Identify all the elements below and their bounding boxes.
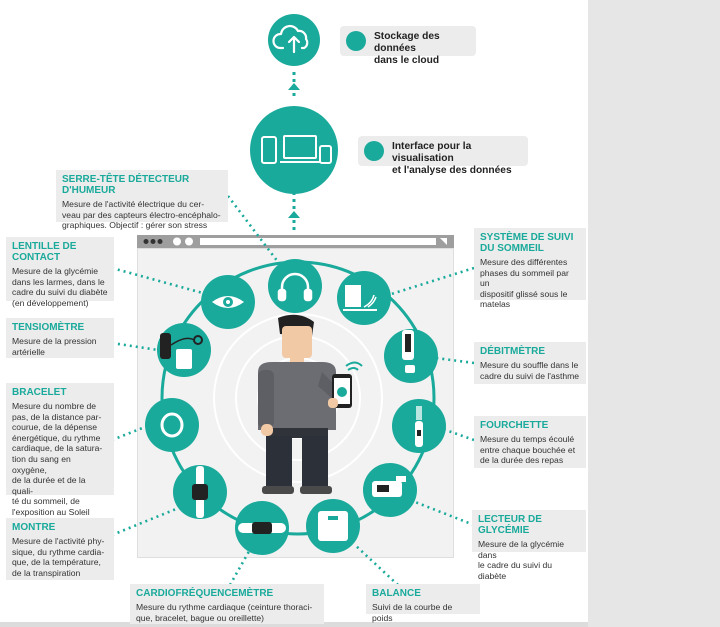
label-lentille: LENTILLE DE CONTACT Mesure de la glycémi… <box>6 237 114 308</box>
node-scale <box>306 499 360 553</box>
node-flowmeter <box>384 329 438 383</box>
interface-label: Interface pour la visualisation et l'ana… <box>358 136 528 176</box>
watch-icon <box>192 466 208 518</box>
label-cardio: CARDIOFRÉQUENCEMÈTRE Mesure du rythme ca… <box>130 584 324 624</box>
node-bp <box>157 323 211 377</box>
devices-icon <box>261 135 332 164</box>
node-watch <box>173 465 227 519</box>
scale-icon <box>318 511 348 541</box>
bracelet-icon <box>160 412 184 438</box>
blood-pressure-icon <box>160 333 203 369</box>
top-connectors <box>288 72 300 232</box>
label-montre: MONTRE Mesure de l'activité phy-sique, d… <box>6 518 114 580</box>
glucometer-icon <box>372 476 406 497</box>
sync-icon <box>364 141 384 161</box>
eye-icon <box>212 296 244 308</box>
node-glucometer <box>363 463 417 517</box>
node-lens <box>201 275 255 329</box>
chest-strap-icon <box>238 522 286 534</box>
label-balance: BALANCE Suivi de la courbe de poids <box>366 584 480 623</box>
smartphone-icon <box>328 361 363 408</box>
cloud-storage-label: Stockage des données dans le cloud <box>340 26 476 66</box>
cloud-upload-icon <box>272 24 309 54</box>
label-glycemie: LECTEUR DE GLYCÉMIE Mesure de la glycémi… <box>472 510 586 581</box>
node-sleep <box>337 271 391 325</box>
side-panel <box>588 0 720 627</box>
fork-icon <box>415 406 423 447</box>
node-fork <box>392 399 446 453</box>
node-bracelet <box>145 398 199 452</box>
cloud-node <box>268 14 320 66</box>
inhaler-icon <box>402 330 415 373</box>
leader-lines <box>111 195 475 586</box>
node-headband <box>268 259 322 313</box>
headphones-icon <box>277 272 313 302</box>
bottom-divider <box>0 622 588 627</box>
sleep-sensor-icon <box>343 285 377 311</box>
label-serre-tete: SERRE-TÊTE DÉTECTEUR D'HUMEUR Mesure de … <box>56 170 228 230</box>
interface-node <box>250 106 338 194</box>
person-illustration <box>258 314 342 494</box>
sync-icon <box>346 31 366 51</box>
node-chest-strap <box>235 501 289 555</box>
